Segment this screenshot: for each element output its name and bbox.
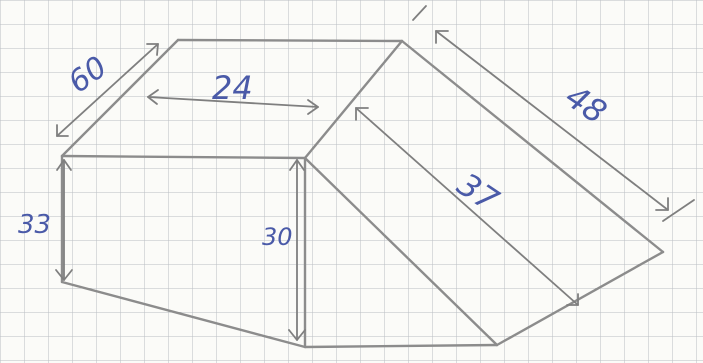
prism-edges [60,38,665,349]
arrow-48 [435,30,669,211]
bottom-left-edge [60,280,307,349]
slope-front-edge [303,156,499,347]
top-front-edge [60,154,307,160]
roof-ridge-edge [400,39,665,254]
bottom-right-edge [495,250,665,347]
arrow-48-extension-top [412,5,427,21]
top-left-edge [60,38,180,158]
arrow-48-extension-bottom [662,199,695,222]
roof-left-edge [303,39,404,160]
bottom-front-edge [303,343,499,349]
arrow-60 [56,43,159,137]
arrow-24 [147,89,319,115]
dimension-arrows [55,5,695,341]
arrow-37 [355,107,579,306]
label-24: 24 [212,69,253,107]
label-30: 30 [262,223,293,251]
label-33: 33 [18,210,51,240]
arrow-33 [55,159,73,281]
arrow-30 [288,159,306,341]
top-back-edge [176,38,404,43]
